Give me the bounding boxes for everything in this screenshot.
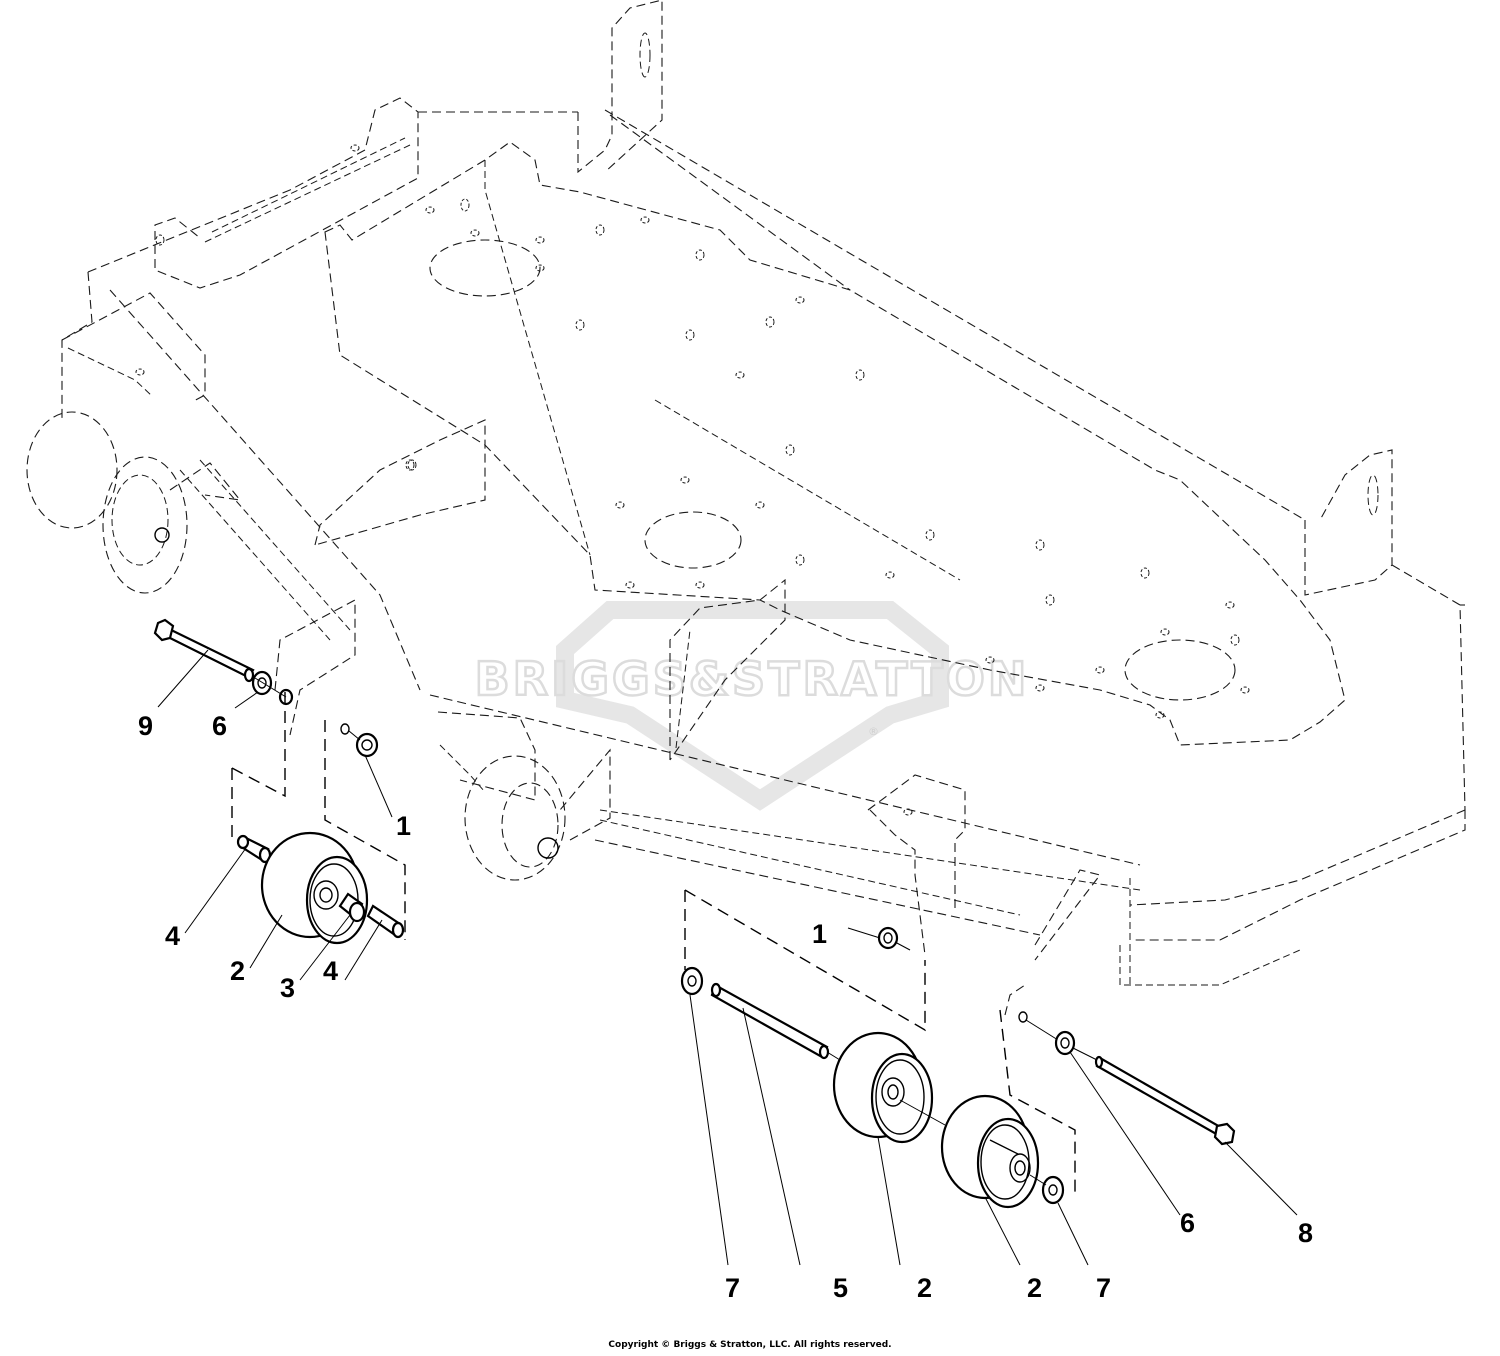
roller-2-right-rear-icon (940, 1094, 1040, 1209)
callout-5: 5 (833, 1273, 848, 1303)
copyright-notice: Copyright © Briggs & Stratton, LLC. All … (608, 1340, 892, 1350)
callout-7-outer: 7 (725, 1273, 740, 1303)
callout-1-left: 1 (396, 811, 411, 841)
callout-3: 3 (280, 973, 295, 1003)
callout-4-upper: 4 (165, 921, 180, 951)
callout-labels: 9 6 1 4 2 3 4 1 7 5 2 2 7 6 8 (138, 711, 1313, 1303)
roller-2-left-icon (260, 831, 369, 945)
callout-1-right: 1 (812, 919, 827, 949)
washer-7-outer-icon (680, 966, 704, 996)
deck-bolt-holes (135, 144, 1250, 719)
bushing-3-icon (338, 892, 366, 923)
washer-6-left-icon (251, 670, 273, 696)
watermark-brand-text: BRIGGS&STRATTON (475, 652, 1030, 706)
locknut-1-left-icon (340, 723, 379, 758)
roller-2-right-front-icon (832, 1031, 934, 1144)
spacer-4-upper-icon (236, 834, 272, 864)
shaft-5-icon (710, 982, 830, 1060)
washer-7-inner-icon (1041, 1175, 1065, 1205)
brand-watermark: BRIGGS&STRATTON ® (473, 601, 1030, 811)
washer-6-right-icon (1054, 1030, 1076, 1056)
callout-leaders (157, 649, 1298, 1266)
callout-7-inner: 7 (1096, 1273, 1111, 1303)
callout-9: 9 (138, 711, 153, 741)
bolt-9-icon (153, 618, 255, 683)
watermark-registered-mark: ® (868, 725, 879, 738)
callout-2-right-rear: 2 (1027, 1273, 1042, 1303)
locknut-1-right-icon (877, 926, 911, 951)
spacer-4-lower-icon (366, 904, 405, 939)
callout-2-right-front: 2 (917, 1273, 932, 1303)
callout-4-lower: 4 (323, 956, 338, 986)
callout-6-left: 6 (212, 711, 227, 741)
callout-6-right: 6 (1180, 1208, 1195, 1238)
right-roller-assembly (680, 889, 1236, 1209)
mower-deck-outline (26, 0, 1466, 986)
left-roller-assembly (153, 599, 406, 945)
callout-2-left: 2 (230, 956, 245, 986)
bolt-8-icon (1094, 1055, 1236, 1146)
callout-8: 8 (1298, 1218, 1313, 1248)
